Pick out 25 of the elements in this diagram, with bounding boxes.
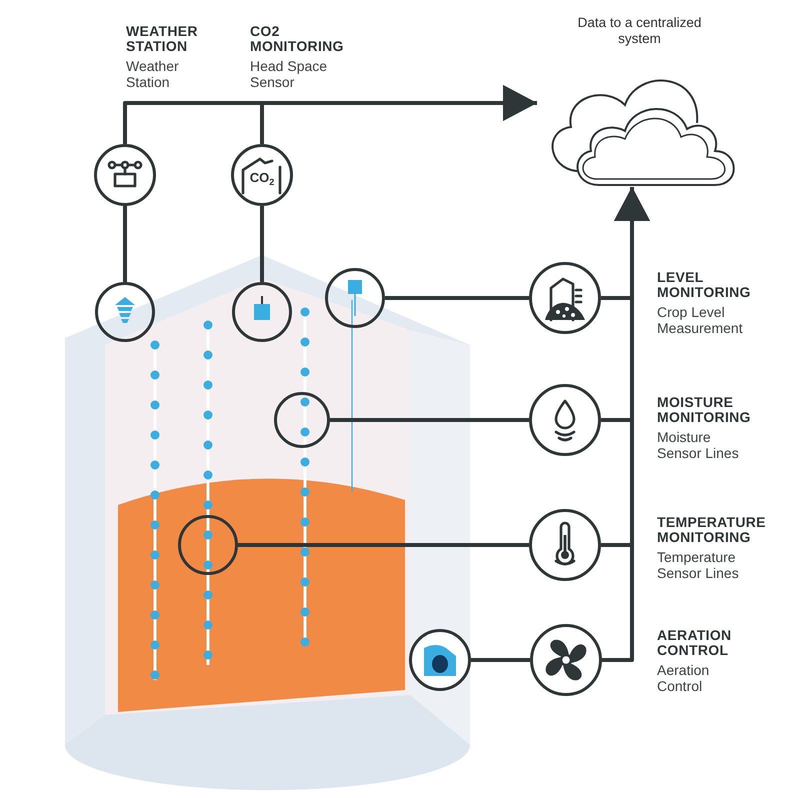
section-heading: MOISTURE MONITORING [657,395,752,425]
section-description: Aeration Control [657,662,710,694]
magnifier-circle [178,515,238,575]
magnifier-circle [274,392,330,448]
cloud-caption: Data to a centralized system [576,15,702,48]
connector-line [260,206,264,282]
magnifier-circle [325,268,385,328]
section-description: Head Space Sensor [250,58,328,90]
section-heading: WEATHER STATION [126,24,199,54]
section-heading: CO2 MONITORING [250,24,345,54]
icon-label: CO$_{2}$ [250,171,274,188]
section-heading: TEMPERATURE MONITORING [657,515,767,545]
section-description: Moisture Sensor Lines [657,429,740,461]
section-description: Weather Station [126,58,180,90]
section-description: Temperature Sensor Lines [657,549,740,581]
connector-line [123,206,127,282]
section-heading: AERATION CONTROL [657,628,732,658]
connector-line [330,418,529,422]
section-heading: LEVEL MONITORING [657,270,752,300]
connector-line [238,543,529,547]
magnifier-circle [232,282,292,342]
connector-line [385,296,529,300]
magnifier-circle [95,282,155,342]
section-description: Crop Level Measurement [657,304,744,336]
connector-line [471,658,530,662]
